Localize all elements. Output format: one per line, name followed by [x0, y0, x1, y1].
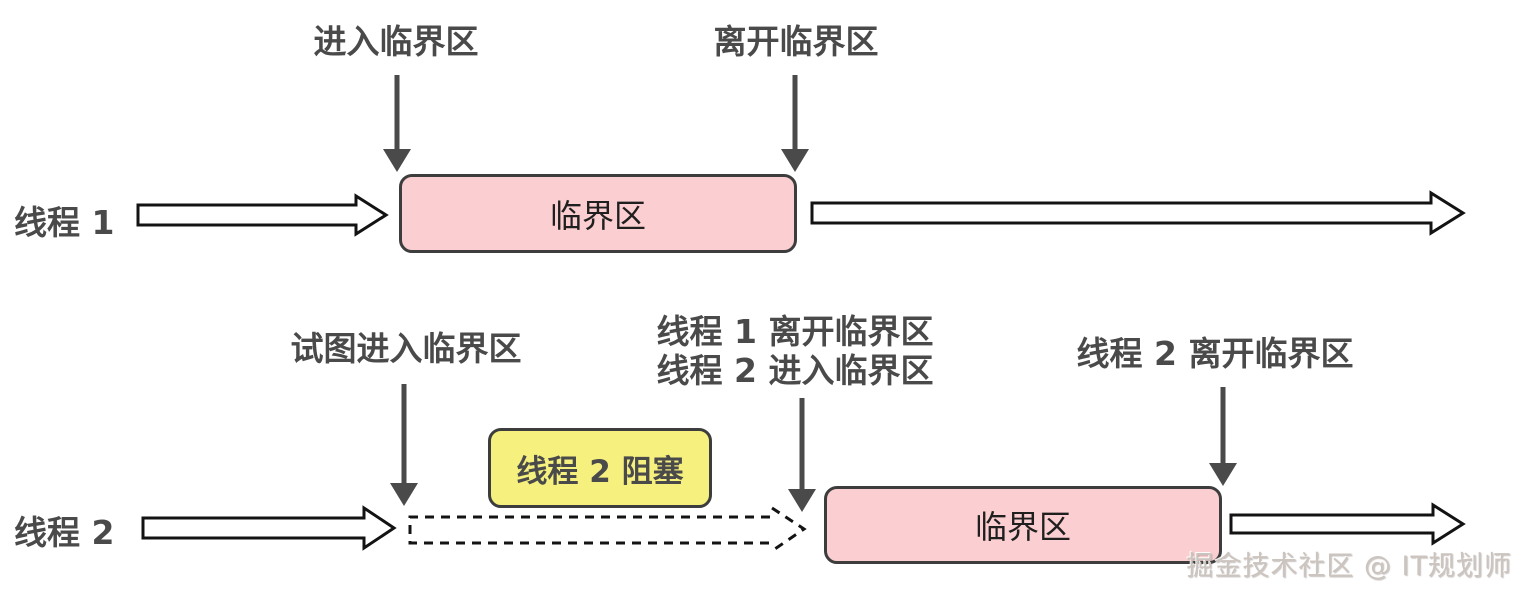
thread2-blocked-dashed-arrow-icon: [408, 506, 807, 553]
watermark: 掘金技术社区 @ IT规划师: [1186, 551, 1512, 582]
critical-section-box-thread1-label: 临界区: [549, 196, 646, 235]
leave-pointer-arrow-icon: [781, 75, 809, 172]
critical-section-box-thread1: 临界区: [399, 174, 797, 253]
thread2-flow-arrow-out-icon: [1229, 502, 1466, 546]
critical-section-box-thread2: 临界区: [824, 486, 1222, 564]
thread2-flow-arrow-in-icon: [141, 505, 397, 551]
thread1-flow-arrow-out-icon: [810, 190, 1466, 236]
handoff-annotation-line1: 线程 1 离开临界区: [656, 312, 934, 351]
handoff-annotation: 线程 1 离开临界区 线程 2 进入临界区: [657, 312, 934, 390]
thread2-blocked-box: 线程 2 阻塞: [488, 428, 712, 508]
enter-pointer-arrow-icon: [383, 75, 411, 172]
try-enter-pointer-arrow-icon: [390, 384, 418, 506]
thread1-label: 线程 1: [14, 203, 115, 242]
thread2-blocked-box-label: 线程 2 阻塞: [516, 453, 684, 490]
thread2-leave-annotation: 线程 2 离开临界区: [1076, 334, 1354, 373]
critical-section-box-thread2-label: 临界区: [974, 508, 1071, 546]
thread2-leave-pointer-arrow-icon: [1209, 387, 1237, 486]
handoff-pointer-arrow-icon: [788, 398, 816, 512]
try-enter-annotation: 试图进入临界区: [290, 329, 522, 368]
enter-annotation: 进入临界区: [313, 22, 479, 61]
thread2-label: 线程 2: [14, 513, 115, 552]
thread1-flow-arrow-in-icon: [136, 193, 389, 237]
leave-annotation: 离开临界区: [713, 22, 879, 61]
handoff-annotation-line2: 线程 2 进入临界区: [656, 351, 934, 390]
